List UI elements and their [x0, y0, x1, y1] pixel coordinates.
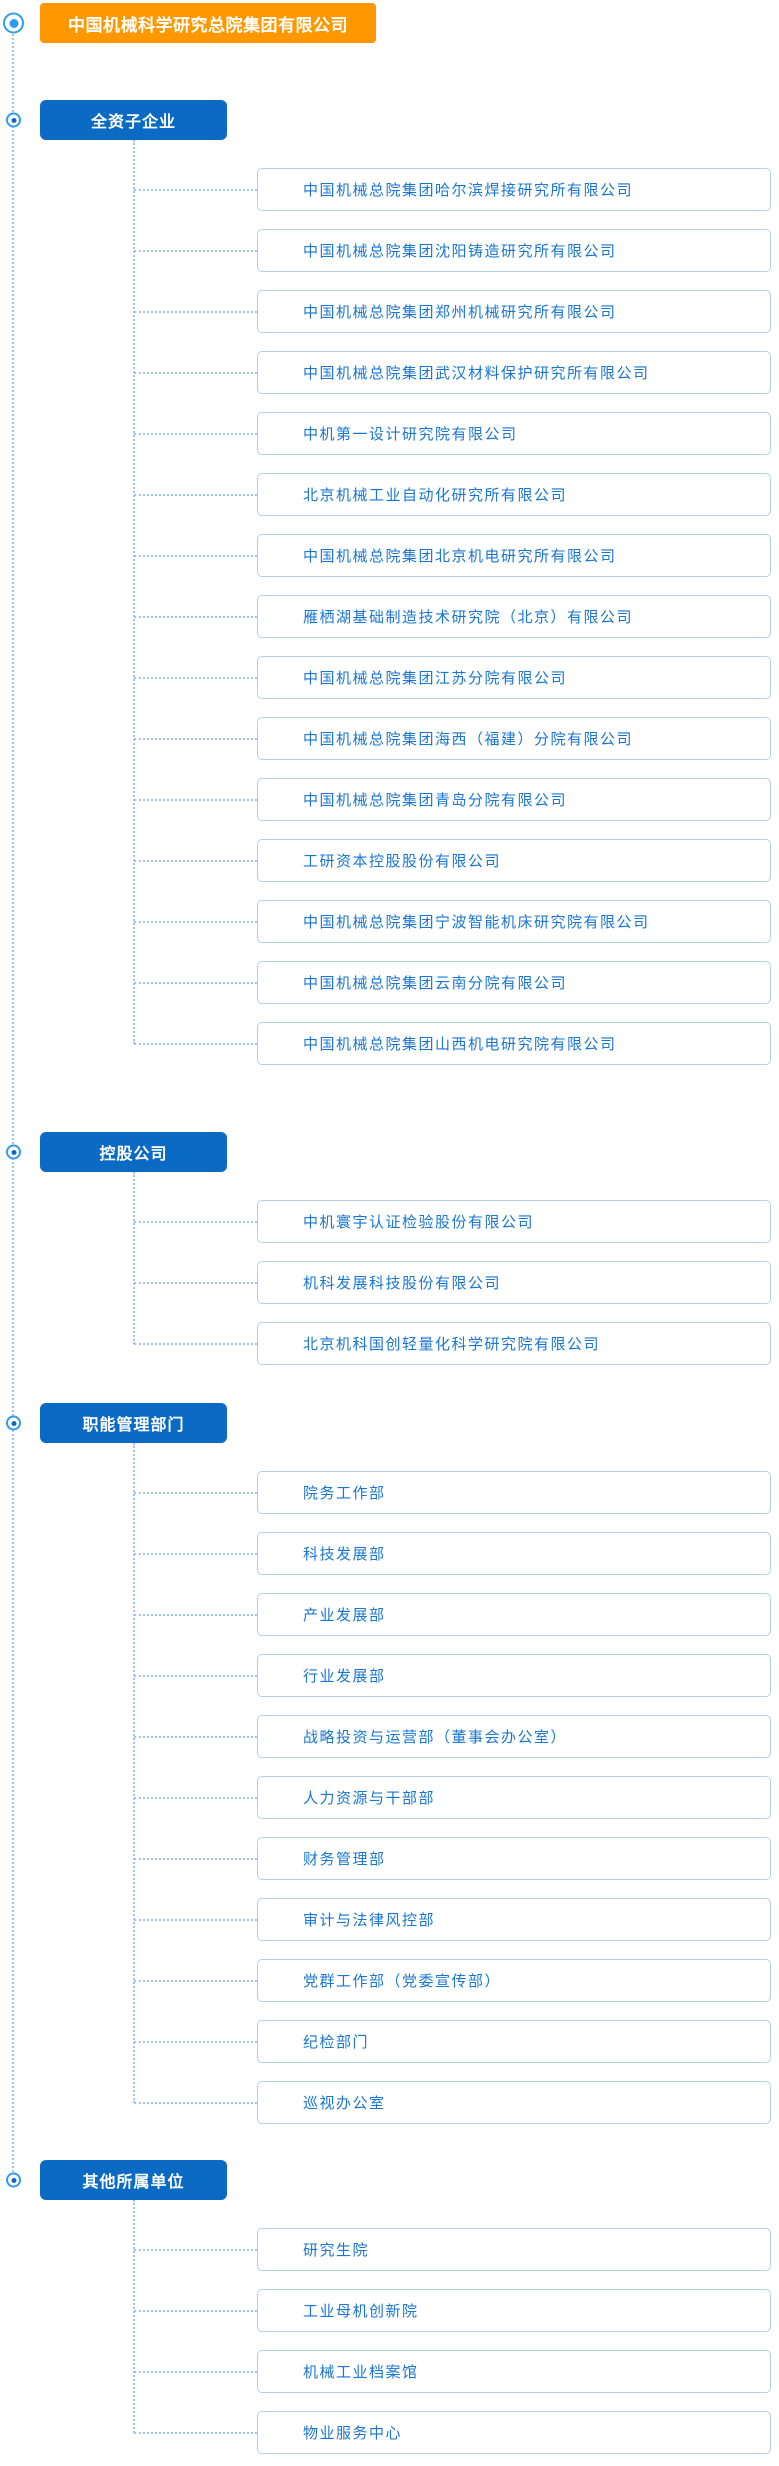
item-row: 产业发展部	[134, 1593, 771, 1636]
org-item-node[interactable]: 中国机械总院集团哈尔滨焊接研究所有限公司	[257, 168, 771, 211]
org-item-node[interactable]: 中国机械总院集团江苏分院有限公司	[257, 656, 771, 699]
org-item-node[interactable]: 机科发展科技股份有限公司	[257, 1261, 771, 1304]
item-row: 中国机械总院集团云南分院有限公司	[134, 961, 771, 1004]
category-node[interactable]: 全资子企业	[40, 100, 227, 140]
item-row: 工业母机创新院	[134, 2289, 771, 2332]
item-row: 中机第一设计研究院有限公司	[134, 412, 771, 455]
category-bullet-icon	[6, 2172, 21, 2188]
item-row: 中机寰宇认证检验股份有限公司	[134, 1200, 771, 1243]
item-row: 中国机械总院集团郑州机械研究所有限公司	[134, 290, 771, 333]
org-section: 控股公司 中机寰宇认证检验股份有限公司 机科发展科技股份有限公司 北京机科国创轻…	[0, 1132, 771, 1365]
item-row: 北京机科国创轻量化科学研究院有限公司	[134, 1322, 771, 1365]
item-row: 中国机械总院集团武汉材料保护研究所有限公司	[134, 351, 771, 394]
item-row: 中国机械总院集团北京机电研究所有限公司	[134, 534, 771, 577]
section-connector-line	[133, 140, 135, 1044]
item-row: 人力资源与干部部	[134, 1776, 771, 1819]
org-section: 全资子企业 中国机械总院集团哈尔滨焊接研究所有限公司 中国机械总院集团沈阳铸造研…	[0, 100, 771, 1065]
item-row: 中国机械总院集团江苏分院有限公司	[134, 656, 771, 699]
org-item-node[interactable]: 机械工业档案馆	[257, 2350, 771, 2393]
category-row: 其他所属单位	[6, 2160, 771, 2200]
item-row: 机科发展科技股份有限公司	[134, 1261, 771, 1304]
root-bullet-icon	[3, 12, 24, 34]
item-row: 研究生院	[134, 2228, 771, 2271]
item-row: 战略投资与运营部（董事会办公室）	[134, 1715, 771, 1758]
org-item-node[interactable]: 中国机械总院集团宁波智能机床研究院有限公司	[257, 900, 771, 943]
item-row: 中国机械总院集团宁波智能机床研究院有限公司	[134, 900, 771, 943]
item-row: 物业服务中心	[134, 2411, 771, 2454]
org-item-node[interactable]: 巡视办公室	[257, 2081, 771, 2124]
category-row: 控股公司	[6, 1132, 771, 1172]
item-row: 科技发展部	[134, 1532, 771, 1575]
item-row: 中国机械总院集团青岛分院有限公司	[134, 778, 771, 821]
item-row: 院务工作部	[134, 1471, 771, 1514]
item-row: 纪检部门	[134, 2020, 771, 2063]
item-row: 巡视办公室	[134, 2081, 771, 2124]
section-items: 研究生院 工业母机创新院 机械工业档案馆 物业服务中心	[0, 2228, 771, 2454]
org-item-node[interactable]: 审计与法律风控部	[257, 1898, 771, 1941]
item-row: 雁栖湖基础制造技术研究院（北京）有限公司	[134, 595, 771, 638]
section-items: 院务工作部 科技发展部 产业发展部 行业发展部 战略投资与运营部（董事会办公室）…	[0, 1471, 771, 2124]
org-item-node[interactable]: 科技发展部	[257, 1532, 771, 1575]
org-section: 其他所属单位 研究生院 工业母机创新院 机械工业档案馆 物业服务中心	[0, 2160, 771, 2454]
org-item-node[interactable]: 工研资本控股股份有限公司	[257, 839, 771, 882]
org-item-node[interactable]: 中国机械总院集团海西（福建）分院有限公司	[257, 717, 771, 760]
item-row: 党群工作部（党委宣传部）	[134, 1959, 771, 2002]
org-item-node[interactable]: 中机第一设计研究院有限公司	[257, 412, 771, 455]
section-items: 中国机械总院集团哈尔滨焊接研究所有限公司 中国机械总院集团沈阳铸造研究所有限公司…	[0, 168, 771, 1065]
org-item-node[interactable]: 人力资源与干部部	[257, 1776, 771, 1819]
org-item-node[interactable]: 中国机械总院集团青岛分院有限公司	[257, 778, 771, 821]
org-item-node[interactable]: 工业母机创新院	[257, 2289, 771, 2332]
org-item-node[interactable]: 产业发展部	[257, 1593, 771, 1636]
org-item-node[interactable]: 中国机械总院集团云南分院有限公司	[257, 961, 771, 1004]
org-item-node[interactable]: 中机寰宇认证检验股份有限公司	[257, 1200, 771, 1243]
main-connector-line	[12, 23, 14, 2180]
item-row: 行业发展部	[134, 1654, 771, 1697]
section-connector-line	[133, 2200, 135, 2433]
org-item-node[interactable]: 中国机械总院集团郑州机械研究所有限公司	[257, 290, 771, 333]
section-connector-line	[133, 1443, 135, 2103]
item-row: 中国机械总院集团海西（福建）分院有限公司	[134, 717, 771, 760]
category-bullet-icon	[6, 1415, 21, 1431]
item-row: 中国机械总院集团哈尔滨焊接研究所有限公司	[134, 168, 771, 211]
item-row: 工研资本控股股份有限公司	[134, 839, 771, 882]
org-item-node[interactable]: 纪检部门	[257, 2020, 771, 2063]
org-item-node[interactable]: 北京机械工业自动化研究所有限公司	[257, 473, 771, 516]
item-row: 审计与法律风控部	[134, 1898, 771, 1941]
category-row: 全资子企业	[6, 100, 771, 140]
org-item-node[interactable]: 物业服务中心	[257, 2411, 771, 2454]
root-node-row: 中国机械科学研究总院集团有限公司	[3, 3, 376, 43]
org-section: 职能管理部门 院务工作部 科技发展部 产业发展部 行业发展部 战略投资与运营部（…	[0, 1403, 771, 2124]
item-row: 中国机械总院集团沈阳铸造研究所有限公司	[134, 229, 771, 272]
org-item-node[interactable]: 财务管理部	[257, 1837, 771, 1880]
org-item-node[interactable]: 北京机科国创轻量化科学研究院有限公司	[257, 1322, 771, 1365]
category-node[interactable]: 职能管理部门	[40, 1403, 227, 1443]
category-node[interactable]: 其他所属单位	[40, 2160, 227, 2200]
org-item-node[interactable]: 院务工作部	[257, 1471, 771, 1514]
item-row: 中国机械总院集团山西机电研究院有限公司	[134, 1022, 771, 1065]
category-row: 职能管理部门	[6, 1403, 771, 1443]
item-row: 北京机械工业自动化研究所有限公司	[134, 473, 771, 516]
root-node[interactable]: 中国机械科学研究总院集团有限公司	[40, 3, 376, 43]
category-bullet-icon	[6, 1144, 21, 1160]
org-item-node[interactable]: 研究生院	[257, 2228, 771, 2271]
org-item-node[interactable]: 中国机械总院集团沈阳铸造研究所有限公司	[257, 229, 771, 272]
org-item-node[interactable]: 行业发展部	[257, 1654, 771, 1697]
org-item-node[interactable]: 战略投资与运营部（董事会办公室）	[257, 1715, 771, 1758]
item-row: 财务管理部	[134, 1837, 771, 1880]
category-bullet-icon	[6, 112, 21, 128]
section-connector-line	[133, 1172, 135, 1344]
item-row: 机械工业档案馆	[134, 2350, 771, 2393]
org-item-node[interactable]: 中国机械总院集团山西机电研究院有限公司	[257, 1022, 771, 1065]
org-item-node[interactable]: 雁栖湖基础制造技术研究院（北京）有限公司	[257, 595, 771, 638]
category-node[interactable]: 控股公司	[40, 1132, 227, 1172]
section-items: 中机寰宇认证检验股份有限公司 机科发展科技股份有限公司 北京机科国创轻量化科学研…	[0, 1200, 771, 1365]
org-item-node[interactable]: 党群工作部（党委宣传部）	[257, 1959, 771, 2002]
org-item-node[interactable]: 中国机械总院集团武汉材料保护研究所有限公司	[257, 351, 771, 394]
org-item-node[interactable]: 中国机械总院集团北京机电研究所有限公司	[257, 534, 771, 577]
